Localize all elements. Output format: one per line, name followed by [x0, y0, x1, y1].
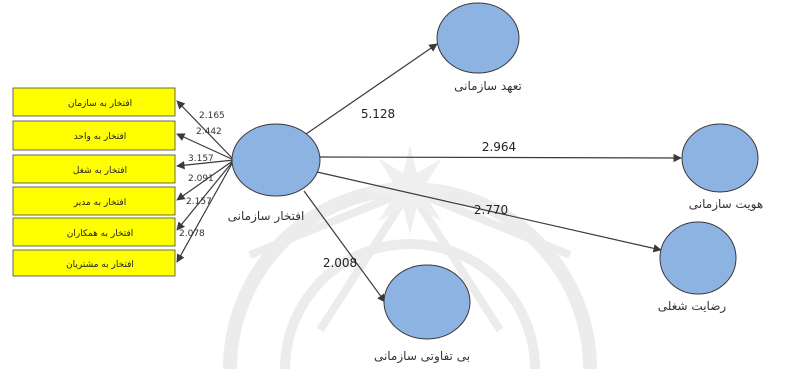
weight-label: 2.091: [188, 174, 214, 184]
arrow-to-indicator-4: [176, 159, 235, 201]
arrow-to-satisfaction: [316, 171, 662, 253]
indicator-label: افتخار به مشتریان: [66, 260, 134, 270]
construct-circle: [383, 264, 471, 340]
weight-label: 3.157: [188, 154, 214, 164]
construct-circle: [436, 2, 520, 74]
indicator-box: افتخار به همکاران: [12, 217, 176, 247]
arrow-to-indifference: [303, 190, 386, 303]
outcome-construct-satisfaction: رضایت شغلی: [658, 221, 737, 314]
construct-label: بی تفاوتی سازمانی: [374, 349, 470, 364]
construct-circle: [681, 123, 759, 193]
watermark-star: [365, 145, 455, 235]
central-construct: افتخار سازمانی: [228, 123, 321, 224]
coefficient-indifference: 2.008: [323, 256, 357, 270]
construct-label: تعهد سازمانی: [454, 79, 522, 94]
indicator-weights: 2.165 2.442 3.157 2.091 2.157 2.078: [179, 111, 225, 239]
watermark: [223, 145, 597, 369]
path-arrows: [303, 43, 682, 303]
indicator-box: افتخار به مشتریان: [12, 249, 176, 277]
central-construct-circle: [231, 123, 321, 197]
arrow-to-indicator-2: [176, 133, 235, 161]
indicator-list: افتخار به سازمان افتخار به واحد افتخار ب…: [12, 87, 176, 277]
arrow-to-indicator-1: [176, 100, 235, 161]
outcome-construct-identity: هویت سازمانی: [681, 123, 763, 212]
weight-label: 2.157: [186, 197, 212, 207]
indicator-label: افتخار به واحد: [74, 132, 127, 142]
coefficient-identity: 2.964: [482, 140, 516, 154]
arrow-to-indicator-5: [176, 159, 235, 231]
indicator-label: افتخار به شغل: [73, 166, 127, 176]
indicator-box: افتخار به سازمان: [12, 87, 176, 117]
outcome-construct-indifference: بی تفاوتی سازمانی: [374, 264, 471, 364]
construct-label: هویت سازمانی: [689, 197, 763, 212]
arrow-to-indicator-6: [176, 159, 235, 263]
construct-label: رضایت شغلی: [658, 299, 727, 314]
weight-label: 2.165: [199, 111, 225, 121]
indicator-label: افتخار به سازمان: [68, 99, 132, 109]
construct-circle: [659, 221, 737, 295]
weight-label: 2.078: [179, 229, 205, 239]
indicator-box: افتخار به شغل: [12, 154, 176, 184]
arrow-to-indicator-3: [176, 159, 235, 170]
path-coefficients: 5.128 2.964 2.770 2.008: [323, 107, 516, 270]
outcome-construct-commitment: تعهد سازمانی: [436, 2, 522, 94]
indicator-box: افتخار به واحد: [12, 120, 176, 151]
coefficient-satisfaction: 2.770: [474, 203, 508, 217]
arrow-to-commitment: [305, 43, 438, 135]
weight-label: 2.442: [196, 127, 222, 137]
indicator-label: افتخار به مدیر: [73, 198, 126, 208]
central-construct-label: افتخار سازمانی: [228, 209, 305, 224]
coefficient-commitment: 5.128: [361, 107, 395, 121]
indicator-arrows: [176, 100, 235, 263]
indicator-box: افتخار به مدیر: [12, 186, 176, 216]
indicator-label: افتخار به همکاران: [67, 229, 134, 239]
arrow-to-identity: [319, 153, 682, 163]
